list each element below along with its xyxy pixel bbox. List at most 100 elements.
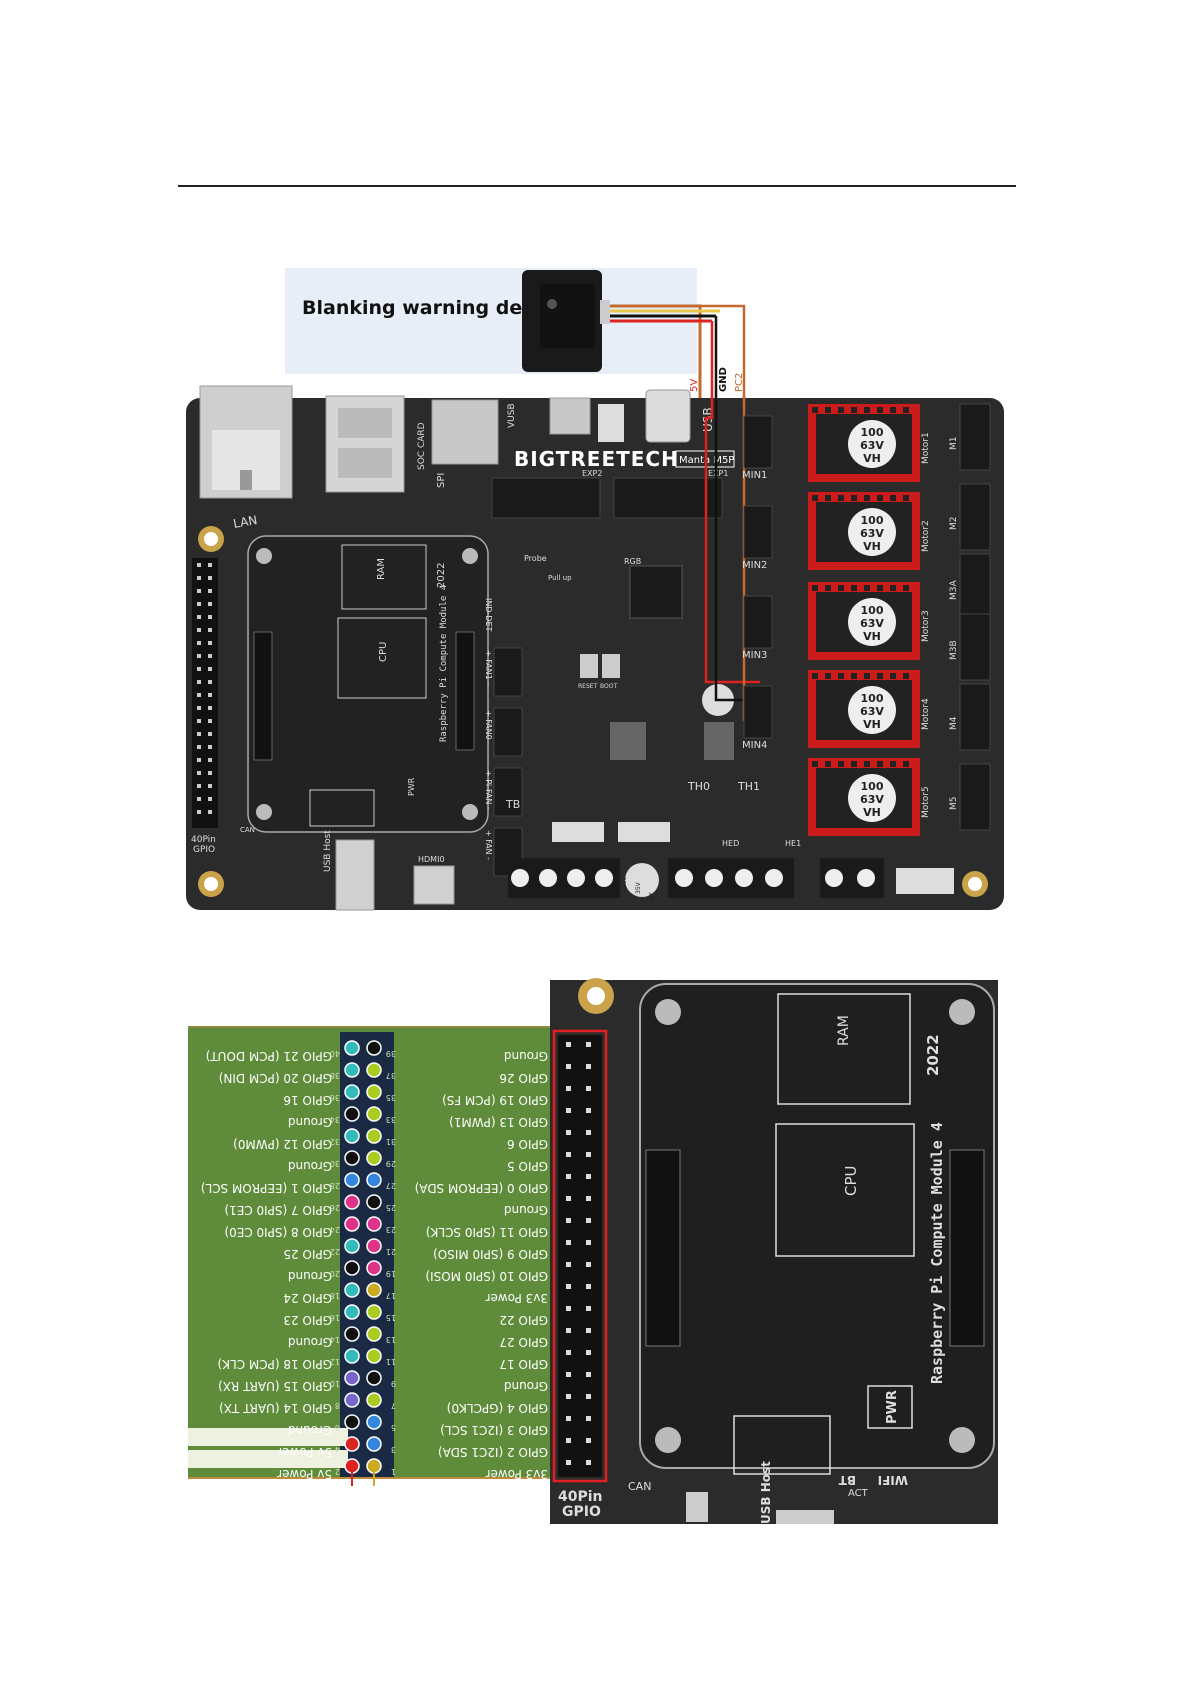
pinout-right-label: GPIO 0 (EEPROM SDA): [415, 1181, 548, 1195]
cm4-cpu: CPU: [378, 642, 389, 662]
pinout-right-label: GPIO 27: [499, 1335, 548, 1349]
pinout-right-pin: 21: [386, 1247, 396, 1256]
driver-capacitor-text: 63V: [860, 793, 884, 806]
pinout-left-pin: 26: [330, 1203, 340, 1212]
gpio-pin: [566, 1086, 571, 1091]
gpio-pin: [586, 1328, 591, 1333]
driver-pin: [825, 673, 831, 679]
probe-label: Probe: [524, 554, 547, 563]
pinout-left-label: 5v Power: [277, 1445, 332, 1459]
driver-pin: [838, 761, 844, 767]
pinout-dot-right: [366, 1414, 382, 1430]
gpio-header-top-body: [192, 558, 218, 828]
gpio-label-bottom-1: 40Pin: [558, 1489, 603, 1505]
rgb-label: RGB: [624, 557, 641, 566]
pinout-dot-right: [366, 1392, 382, 1408]
pinout-left-pin: 16: [330, 1313, 340, 1322]
motor-label: Motor4: [921, 698, 931, 730]
gpio-pin: [586, 1284, 591, 1289]
cm4-module: [247, 535, 489, 833]
gpio-pin: [208, 680, 212, 684]
driver-pin: [903, 407, 909, 413]
gpio-pin: [208, 576, 212, 580]
gpio-pin: [566, 1196, 571, 1201]
gpio-pin: [586, 1460, 591, 1465]
gpio-pin: [197, 667, 201, 671]
driver-pin: [877, 407, 883, 413]
pinout-dot-right: [366, 1040, 382, 1056]
driver-pin: [890, 585, 896, 591]
pinout-left-pin: 36: [330, 1093, 340, 1102]
pinout-dot-right: [366, 1282, 382, 1298]
gpio-pin: [208, 667, 212, 671]
sd-card-slot: [431, 399, 499, 465]
pinout-dot-right: [366, 1150, 382, 1166]
driver-capacitor-text: VH: [863, 630, 881, 643]
brand-logo: BIGTREETECH: [514, 447, 679, 471]
gpio-label-top-2: GPIO: [193, 845, 215, 855]
min-label: MIN2: [742, 560, 767, 571]
pinout-left-pin: 30: [330, 1159, 340, 1168]
gpio-pin: [208, 771, 212, 775]
reset-button: [580, 654, 598, 678]
gpio-header-bottom: [558, 1035, 602, 1477]
pinout-dot-left: [344, 1172, 360, 1188]
motor-label: Motor3: [921, 610, 931, 642]
pinout-right-pin: 37: [386, 1071, 396, 1080]
power-highlight-2: [188, 1450, 348, 1468]
min-label: MIN4: [742, 740, 767, 751]
pinout-left-pin: 18: [330, 1291, 340, 1300]
driver-pin: [838, 585, 844, 591]
gpio-pin: [197, 589, 201, 593]
driver-capacitor-text: 63V: [860, 617, 884, 630]
pinout-left-label: GPIO 12 (PWM0): [233, 1137, 332, 1151]
driver-pin: [825, 407, 831, 413]
driver-capacitor-text: 100: [861, 692, 884, 705]
zoom-act: ACT: [848, 1488, 869, 1499]
ind-det-label: IND-DET: [484, 598, 493, 632]
min-label: MIN1: [742, 470, 767, 481]
pinout-dot-left: [344, 1392, 360, 1408]
fan-label: + FAN1 -: [484, 650, 493, 685]
inductor-2: [704, 722, 734, 760]
pinout-left-label: GPIO 23: [283, 1313, 332, 1327]
gpio-pin: [208, 784, 212, 788]
pinout-dot-right: [366, 1172, 382, 1188]
pinout-right-pin: 31: [386, 1137, 396, 1146]
motor-connector: [959, 613, 991, 681]
gpio-pin: [197, 602, 201, 606]
pinout-left-label: Ground: [288, 1423, 332, 1437]
pinout-left-label: GPIO 1 (EEPROM SCL): [201, 1181, 332, 1195]
gpio-pin: [586, 1130, 591, 1135]
driver-pin: [890, 407, 896, 413]
gpio-pin: [566, 1064, 571, 1069]
pinout-left-pin: 32: [330, 1137, 340, 1146]
pinout-right-label: GPIO 4 (GPCLK0): [447, 1401, 548, 1415]
gpio-label-top-1: 40Pin: [191, 835, 216, 845]
pinout-right-pin: 5: [391, 1423, 396, 1432]
gpio-pin: [566, 1218, 571, 1223]
motor-connector: [959, 683, 991, 751]
gpio-pin: [208, 706, 212, 710]
pinout-left-label: Ground: [288, 1335, 332, 1349]
pinout-dot-left: [344, 1238, 360, 1254]
motor-connector-label: M1: [949, 437, 959, 451]
micro-usb-top: [549, 397, 591, 435]
gpio-pin: [586, 1108, 591, 1113]
gpio-pin: [566, 1328, 571, 1333]
min-label: MIN3: [742, 650, 767, 661]
mcu-chip: [629, 565, 683, 619]
gpio-header-highlight: [552, 1029, 608, 1483]
driver-pin: [903, 761, 909, 767]
gpio-pin: [197, 654, 201, 658]
gpio-pin: [566, 1130, 571, 1135]
exp2-label: EXP2: [582, 469, 602, 478]
gpio-pin: [208, 810, 212, 814]
exp1-label: EXP1: [708, 469, 728, 478]
driver-capacitor: [848, 686, 896, 734]
gpio-pin: [208, 628, 212, 632]
motor-connector-label: M3B: [949, 640, 959, 660]
